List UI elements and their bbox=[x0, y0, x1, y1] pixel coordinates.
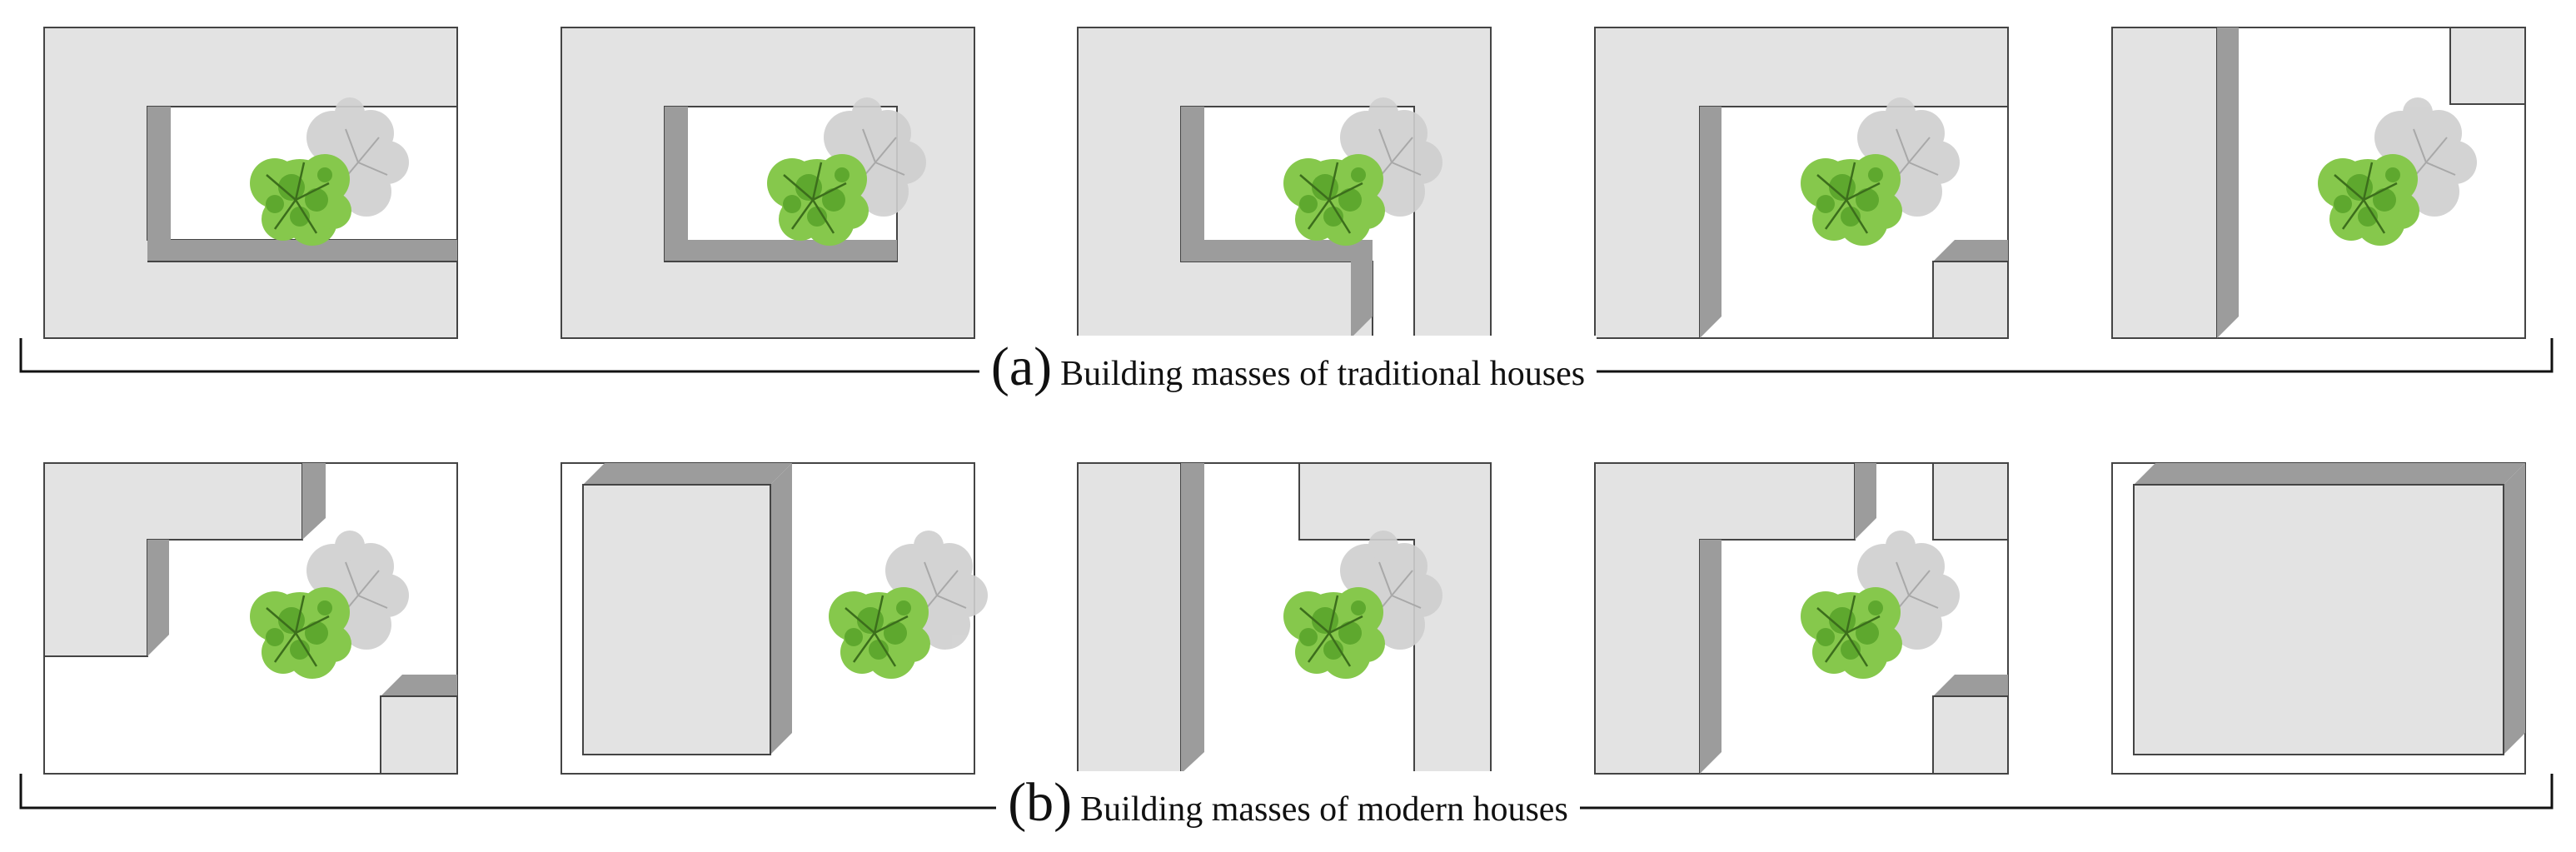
diagram-a3 bbox=[1077, 27, 1492, 339]
diagram-a5 bbox=[2111, 27, 2526, 339]
diagram-b2 bbox=[561, 462, 989, 775]
diagram-b4 bbox=[1594, 462, 2009, 775]
bracket-a bbox=[19, 338, 2554, 373]
bracket-b bbox=[19, 774, 2554, 810]
diagram-a1 bbox=[43, 27, 458, 339]
diagram-a4 bbox=[1594, 27, 2009, 339]
diagram-a2 bbox=[561, 27, 975, 339]
diagram-b1 bbox=[43, 462, 458, 775]
diagram-b3 bbox=[1077, 462, 1492, 775]
diagram-b5 bbox=[2111, 462, 2526, 775]
